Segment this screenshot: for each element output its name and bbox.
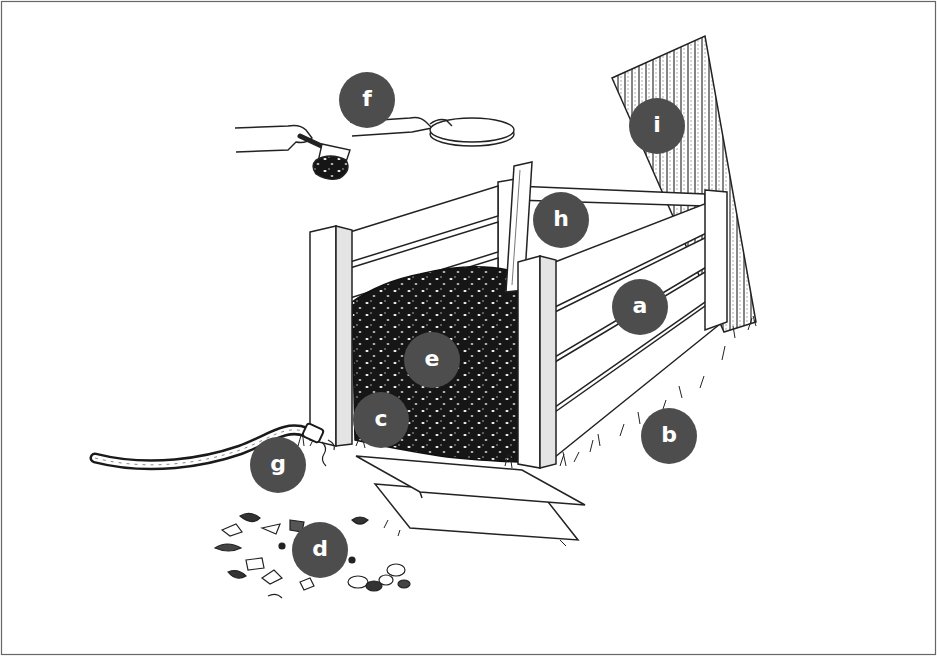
kitchen-scraps	[215, 544, 241, 551]
kitchen-scraps	[379, 575, 393, 585]
kitchen-scraps	[300, 578, 314, 590]
kitchen-scraps	[387, 564, 405, 576]
kitchen-scraps	[398, 580, 410, 588]
callout-letter: i	[629, 98, 685, 154]
hands-adding-material	[430, 118, 514, 142]
ground-boards	[420, 492, 422, 498]
ground-boards	[384, 520, 566, 546]
kitchen-scraps	[348, 576, 368, 588]
garden-hose	[322, 440, 334, 466]
callout-letter: d	[292, 522, 348, 578]
kitchen-scraps	[228, 571, 246, 579]
callout-letter: e	[404, 332, 460, 388]
kitchen-scraps	[262, 570, 282, 584]
callout-letter: f	[339, 72, 395, 128]
bin-front-posts	[540, 256, 556, 468]
ground-boards	[356, 456, 585, 546]
grass-tufts	[298, 316, 756, 468]
hands-adding-material	[430, 120, 452, 127]
bin-right-wall	[705, 190, 727, 330]
kitchen-scraps	[352, 517, 368, 524]
callout-letter: c	[353, 392, 409, 448]
bin-front-posts	[310, 226, 336, 446]
kitchen-scraps	[349, 557, 355, 563]
grass-tufts	[505, 452, 579, 468]
callout-letter: g	[250, 437, 306, 493]
kitchen-scraps	[262, 524, 280, 534]
kitchen-scraps	[240, 513, 260, 521]
bin-front-posts	[336, 226, 352, 446]
bin-front-posts	[310, 226, 556, 468]
callout-letter: h	[533, 192, 589, 248]
compost-heap	[352, 267, 518, 462]
callout-letter: a	[612, 279, 668, 335]
kitchen-scraps	[268, 594, 282, 598]
bin-front-posts	[518, 256, 540, 468]
kitchen-scraps	[222, 524, 242, 536]
kitchen-scraps	[246, 558, 264, 570]
kitchen-scraps	[279, 543, 285, 549]
callout-letter: b	[641, 408, 697, 464]
hands-adding-material	[313, 156, 348, 179]
ground-boards	[356, 456, 585, 505]
kitchen-scraps	[215, 513, 410, 598]
compost-heap	[352, 267, 518, 462]
garden-hose	[302, 423, 324, 443]
